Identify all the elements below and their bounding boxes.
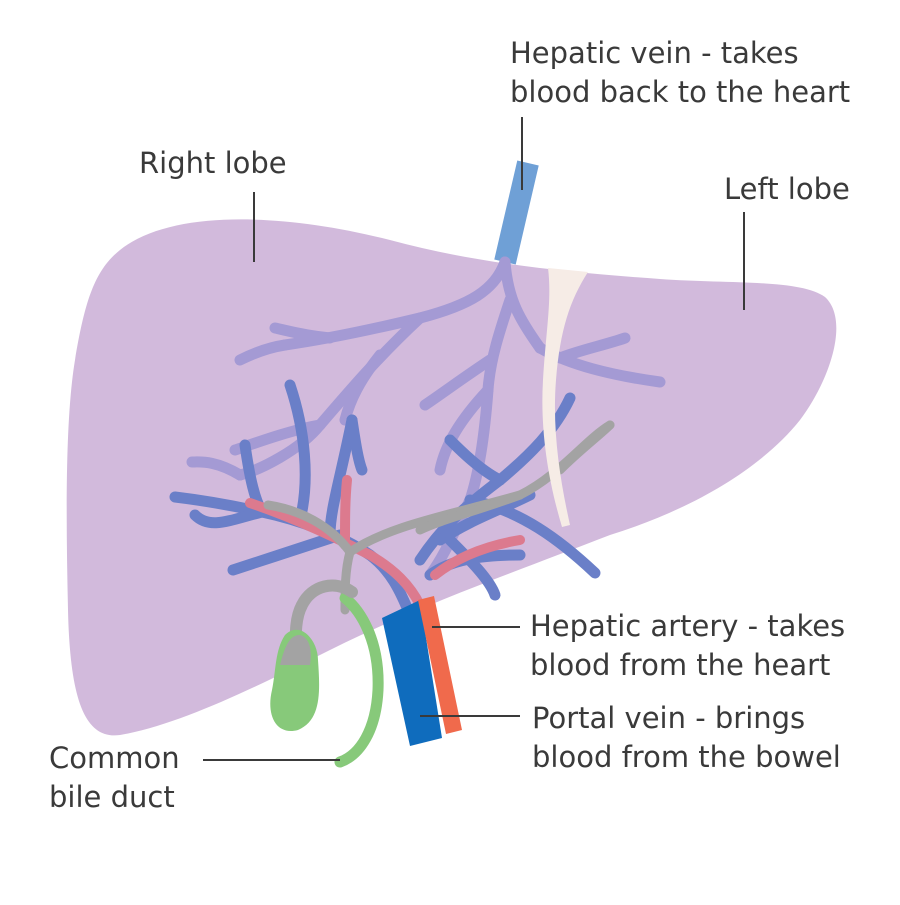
portal-vein-trunk [382, 600, 442, 746]
label-hepatic-artery: Hepatic artery - takes blood from the he… [530, 607, 845, 685]
label-hepatic-artery-line-2: blood from the heart [530, 648, 831, 682]
label-portal-vein: Portal vein - brings blood from the bowe… [532, 699, 841, 777]
label-left-lobe: Left lobe [724, 170, 850, 209]
label-hepatic-vein-line-1: Hepatic vein - takes [510, 36, 799, 70]
label-common-bile-duct: Common bile duct [49, 739, 180, 817]
common-bile-duct-line [334, 592, 384, 768]
leader-lines [203, 117, 745, 761]
label-left-lobe-text: Left lobe [724, 172, 850, 206]
label-hepatic-vein: Hepatic vein - takes blood back to the h… [510, 34, 850, 112]
label-portal-vein-line-2: blood from the bowel [532, 740, 841, 774]
falciform-ligament [542, 268, 588, 527]
hepatic-artery-trunk [418, 596, 462, 734]
hepatic-vein-branches [186, 256, 666, 581]
label-common-bile-duct-line-2: bile duct [49, 780, 175, 814]
label-portal-vein-line-1: Portal vein - brings [532, 701, 806, 735]
label-common-bile-duct-line-1: Common [49, 741, 180, 775]
label-hepatic-vein-line-2: blood back to the heart [510, 75, 851, 109]
label-right-lobe-text: Right lobe [139, 146, 287, 180]
label-right-lobe: Right lobe [139, 144, 287, 183]
hepatic-artery-branches [245, 475, 525, 610]
label-hepatic-artery-line-1: Hepatic artery - takes [530, 609, 846, 643]
gallbladder-neck [280, 635, 311, 665]
hepatic-vein-trunk [494, 160, 539, 265]
